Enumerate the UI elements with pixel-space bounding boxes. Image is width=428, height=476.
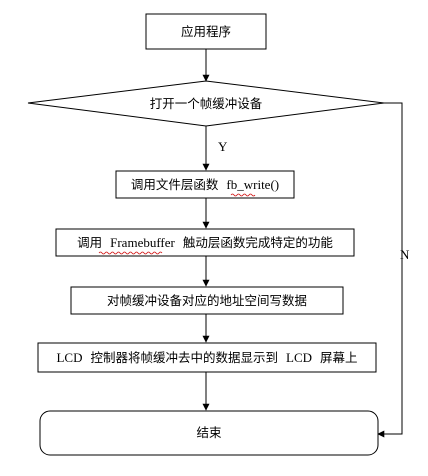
edge-decision-no [377, 102, 403, 438]
step1-label-cn: 调用文件层函数 [131, 177, 219, 192]
node-step4-label: LCD 控制器将帧缓冲去中的数据显示到 LCD 屏幕上 [56, 349, 357, 366]
node-start: 应用程序 [145, 13, 267, 50]
node-end: 结束 [39, 410, 379, 456]
node-decision-label: 打开一个帧缓冲设备 [150, 96, 263, 111]
step2-label-code: Framebuffer [110, 235, 175, 250]
node-step2-label: 调用 Framebuffer 触动层函数完成特定的功能 [77, 234, 333, 251]
step4-label-lcd2: LCD [286, 350, 312, 365]
step4-label-lcd1: LCD [56, 350, 82, 365]
node-step1: 调用文件层函数 fb_write() [115, 170, 295, 199]
node-step3: 对帧缓冲设备对应的地址空间写数据 [70, 286, 344, 315]
node-step3-label: 对帧缓冲设备对应的地址空间写数据 [107, 293, 307, 308]
step1-label-code: fb_write() [226, 177, 279, 192]
node-start-label: 应用程序 [181, 24, 231, 39]
step4-label-mid: 控制器将帧缓冲去中的数据显示到 [90, 350, 278, 365]
step2-label-pre: 调用 [77, 235, 102, 250]
node-decision: 打开一个帧缓冲设备 [27, 80, 385, 127]
node-end-label: 结束 [196, 425, 222, 440]
step4-label-end: 屏幕上 [320, 350, 358, 365]
node-step4: LCD 控制器将帧缓冲去中的数据显示到 LCD 屏幕上 [37, 342, 377, 373]
edge-yes-label: Y [218, 139, 228, 154]
node-step1-label: 调用文件层函数 fb_write() [131, 176, 279, 193]
step2-label-post: 触动层函数完成特定的功能 [183, 235, 334, 250]
spellcheck-underline [230, 193, 256, 197]
node-step2: 调用 Framebuffer 触动层函数完成特定的功能 [55, 228, 355, 257]
edge-no-label: N [400, 247, 410, 262]
spellcheck-underline [98, 251, 163, 255]
